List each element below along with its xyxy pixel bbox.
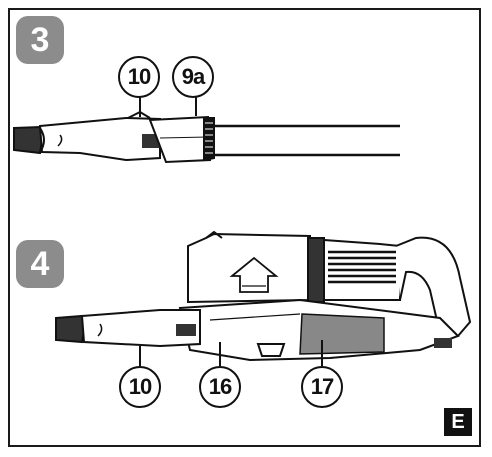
callout-16-step4: 16 <box>199 366 241 408</box>
illustration-frame <box>8 8 481 447</box>
figure-letter: E <box>444 408 472 436</box>
callout-10-step3: 10 <box>118 56 160 98</box>
callout-17-step4: 17 <box>301 366 343 408</box>
step3-crevice-tool <box>13 97 161 162</box>
step3-brush-attachment <box>148 97 215 164</box>
step-4-badge: 4 <box>16 240 64 288</box>
callout-9a-step3: 9a <box>172 56 214 98</box>
step3-motion-lines <box>215 124 400 157</box>
step-3-badge: 3 <box>16 16 64 64</box>
up-arrow-icon <box>229 256 279 293</box>
step4-handheld-vacuum <box>55 230 472 366</box>
callout-10-step4: 10 <box>119 366 161 408</box>
